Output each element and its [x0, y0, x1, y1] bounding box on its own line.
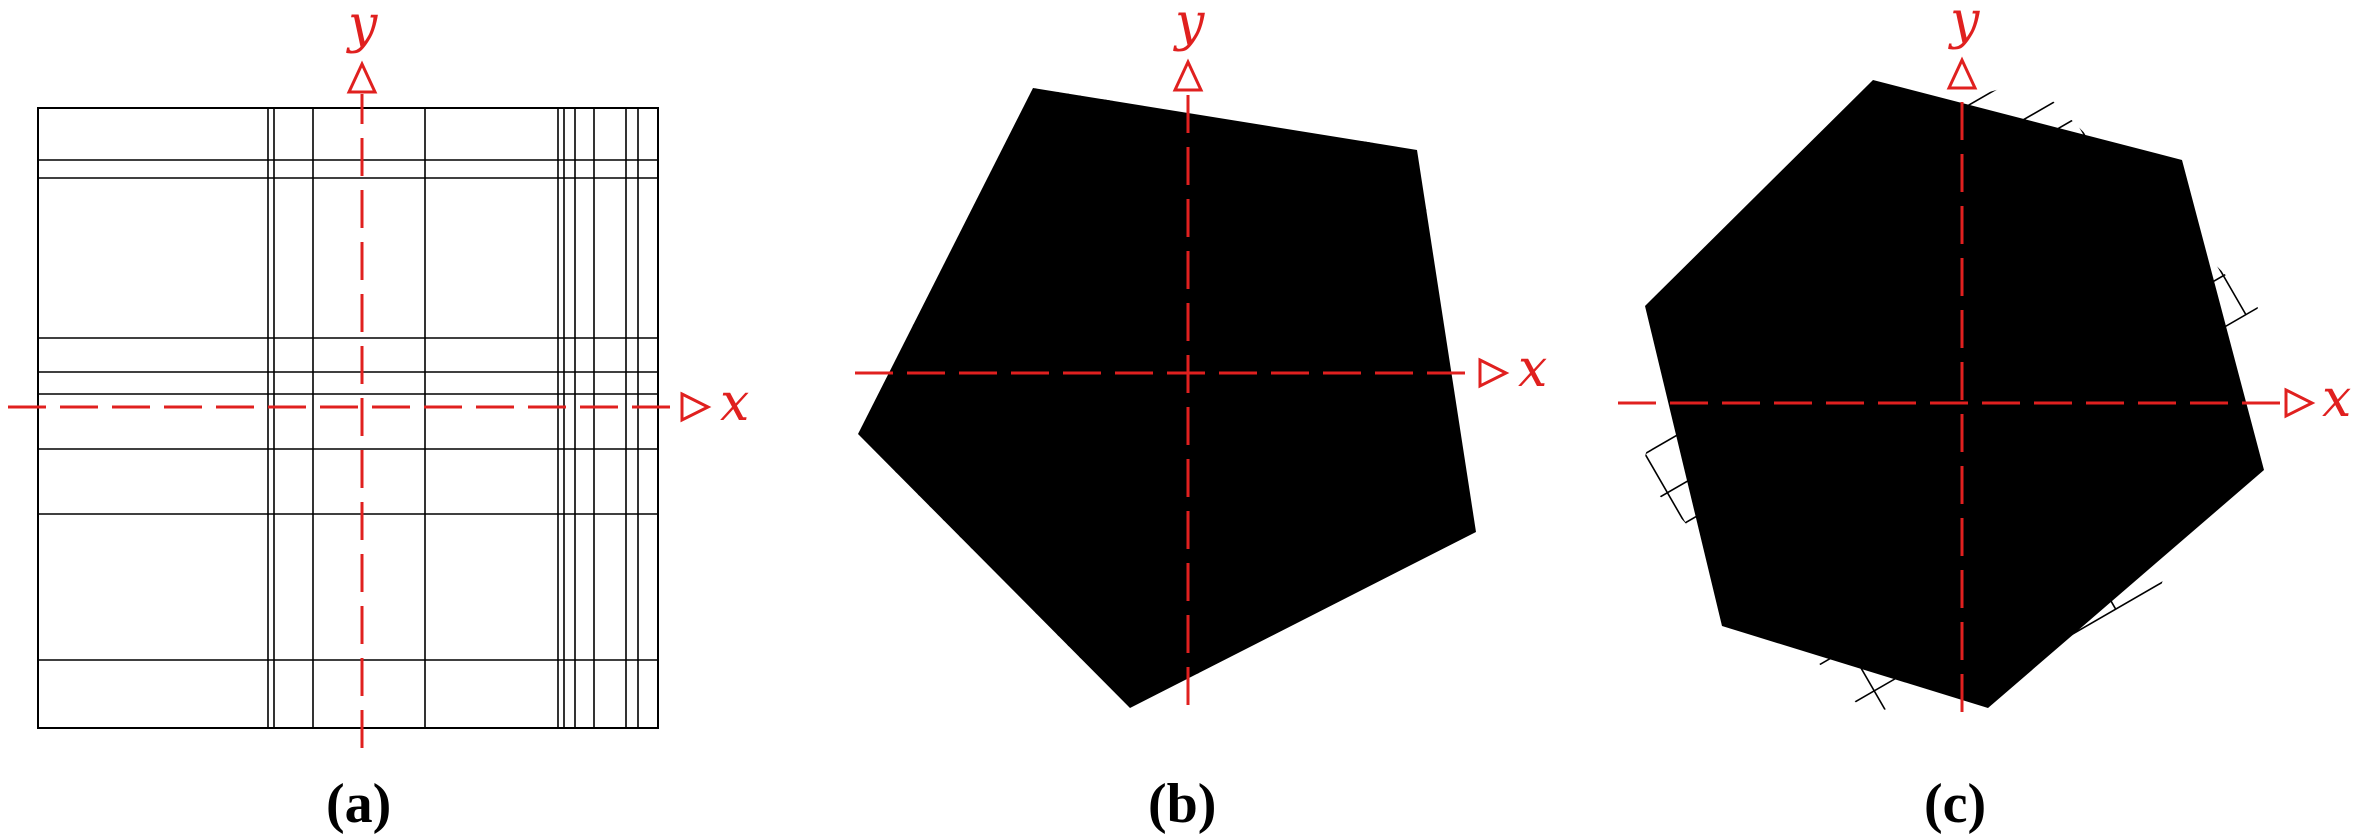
panel-c-label: (c)	[1924, 773, 1986, 835]
panel-a-square-mesh	[37, 107, 659, 729]
panel-c-y-label: y	[1948, 0, 1980, 51]
panel-a-y-arrow-icon	[346, 60, 378, 94]
panel-a-y-label: y	[346, 0, 378, 55]
panel-a: x y (a)	[8, 0, 749, 835]
panel-b-y-arrow-icon	[1172, 58, 1204, 92]
panel-b-label: (b)	[1148, 773, 1216, 835]
panel-b-pentagon	[858, 88, 1476, 708]
panel-b: x y (b)	[855, 0, 1547, 835]
panel-b-y-label: y	[1173, 0, 1205, 53]
panel-b-x-arrow-icon	[1478, 357, 1510, 389]
panel-a-x-arrow-icon	[680, 391, 712, 423]
panel-c-x-arrow-icon	[2284, 387, 2316, 419]
panel-b-x-label: x	[1518, 339, 1547, 399]
panel-c-x-label: x	[2322, 369, 2351, 429]
panel-a-label: (a)	[326, 773, 391, 835]
panel-c-y-arrow-icon	[1946, 56, 1978, 90]
panel-c: x y (c)	[1526, 0, 2364, 835]
panel-a-x-label: x	[720, 373, 749, 433]
panel-c-pentagon	[1645, 80, 2264, 708]
